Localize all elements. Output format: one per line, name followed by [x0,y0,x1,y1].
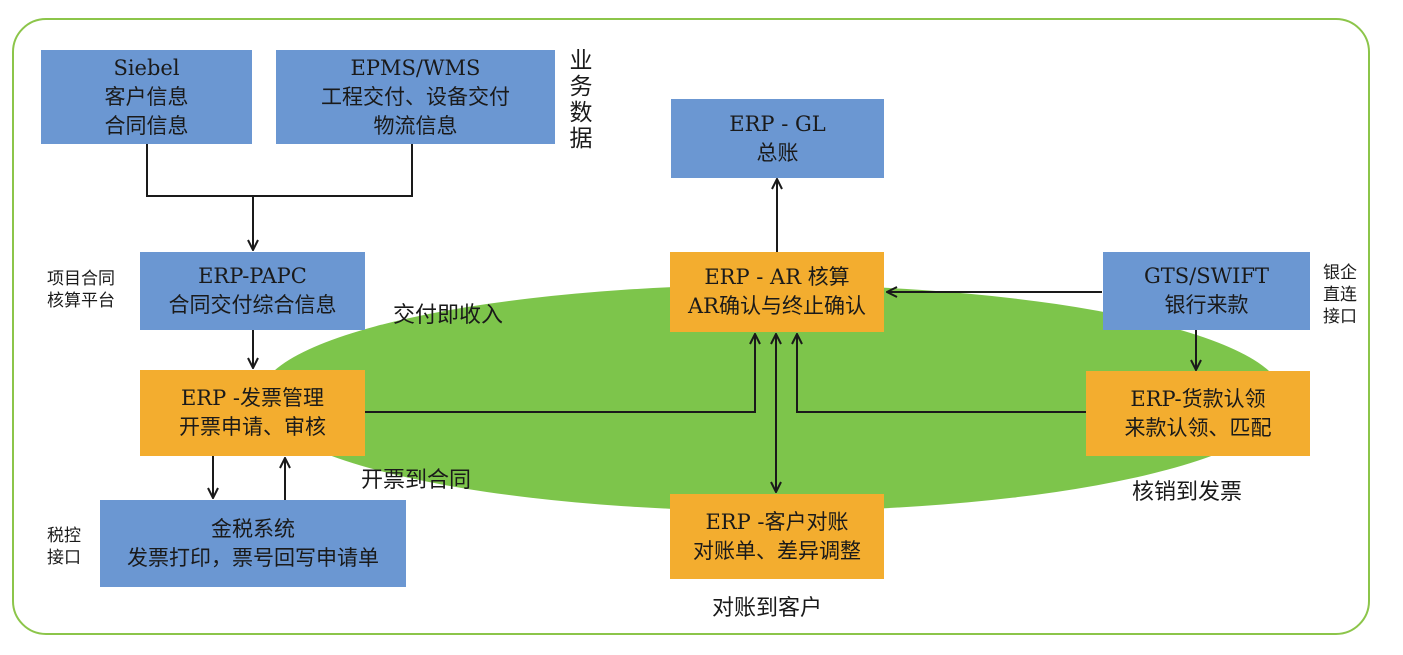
siebel-line2: 客户信息 [104,84,189,109]
gts-line2: 银行来款 [1164,293,1249,317]
payment-title: ERP-货款认领 [1130,386,1266,411]
reconcile-box: ERP -客户对账 对账单、差异调整 [670,494,884,579]
gts-box: GTS/SWIFT 银行来款 [1103,252,1310,330]
papc-line2: 合同交付综合信息 [168,293,337,317]
bank-direct-line3: 接口 [1323,307,1357,327]
siebel-box: Siebel 客户信息 合同信息 [41,50,252,144]
gl-title: ERP - GL [729,111,826,136]
ar-line2: AR确认与终止确认 [688,294,866,318]
tax-interface-line1: 税控 [47,526,81,546]
project-platform-line1: 项目合同 [47,269,115,289]
epms-box: EPMS/WMS 工程交付、设备交付 物流信息 [276,50,555,144]
epms-line2: 工程交付、设备交付 [321,84,510,109]
siebel-title: Siebel [113,55,180,80]
papc-box: ERP-PAPC 合同交付综合信息 [140,252,365,330]
gl-box: ERP - GL 总账 [671,99,884,178]
gl-line2: 总账 [756,140,799,165]
writeoff-invoice-label: 核销到发票 [1132,480,1243,505]
payment-line2: 来款认领、匹配 [1124,415,1272,440]
diagram-frame [12,18,1370,635]
invoice-box: ERP -发票管理 开票申请、审核 [140,370,365,456]
bank-direct-label: 银企 直连 接口 [1323,262,1357,328]
epms-line3: 物流信息 [373,113,458,138]
reconcile-customer-label: 对账到客户 [712,596,823,621]
invoice-line2: 开票申请、审核 [179,415,326,439]
project-platform-label: 项目合同 核算平台 [47,268,115,312]
tax-interface-line2: 接口 [47,548,81,568]
tax-interface-label: 税控 接口 [47,525,81,569]
payment-to-ar-arrow [797,334,1086,413]
bank-direct-line1: 银企 [1323,263,1357,283]
reconcile-line2: 对账单、差异调整 [693,538,861,563]
tax-box: 金税系统 发票打印，票号回写申请单 [100,500,406,587]
business-data-label: 业务数据 [569,48,593,152]
siebel-line3: 合同信息 [104,113,189,138]
papc-title: ERP-PAPC [198,264,307,288]
tax-line2: 发票打印，票号回写申请单 [127,545,379,570]
ar-title: ERP - AR 核算 [704,265,850,289]
project-platform-line2: 核算平台 [47,291,115,311]
epms-title: EPMS/WMS [350,55,481,80]
invoice-contract-label: 开票到合同 [361,468,472,493]
siebel-connector [146,144,413,197]
payment-box: ERP-货款认领 来款认领、匹配 [1086,371,1310,456]
reconcile-title: ERP -客户对账 [705,509,849,534]
bank-direct-line2: 直连 [1323,285,1357,305]
invoice-title: ERP -发票管理 [180,386,325,410]
gts-title: GTS/SWIFT [1143,264,1270,288]
invoice-to-ar-arrow [365,334,755,413]
tax-title: 金税系统 [211,516,295,541]
ar-box: ERP - AR 核算 AR确认与终止确认 [670,252,884,332]
delivery-revenue-label: 交付即收入 [393,303,504,328]
